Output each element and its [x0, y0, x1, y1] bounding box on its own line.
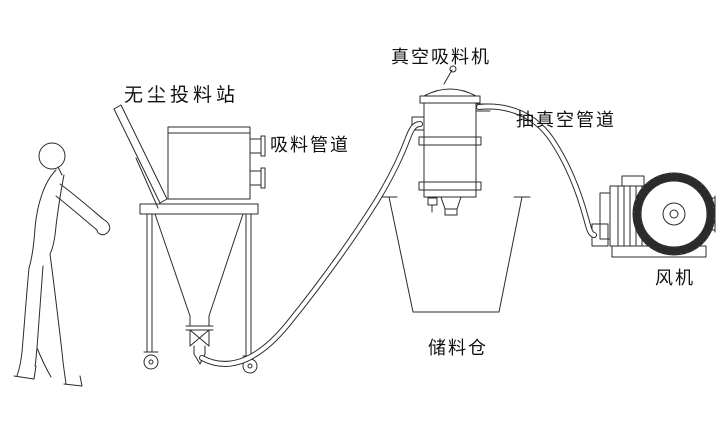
label-feeding-station: 无尘投料站	[124, 85, 240, 106]
label-vacuum-pipe: 抽真空管道	[516, 110, 616, 130]
label-blower: 风机	[655, 268, 695, 288]
feeding-station-drawing	[113, 104, 266, 374]
label-suction-pipe: 吸料管道	[270, 135, 350, 155]
label-storage-bin: 储料仓	[428, 338, 488, 358]
storage-bin-drawing	[380, 196, 531, 313]
suction-pipe-drawing	[199, 121, 423, 367]
vacuum-pipe-drawing	[476, 103, 597, 238]
vacuum-feeder-drawing	[411, 65, 491, 216]
person-figure	[13, 142, 111, 387]
blower-drawing	[591, 172, 716, 258]
label-vacuum-feeder: 真空吸料机	[391, 47, 491, 67]
